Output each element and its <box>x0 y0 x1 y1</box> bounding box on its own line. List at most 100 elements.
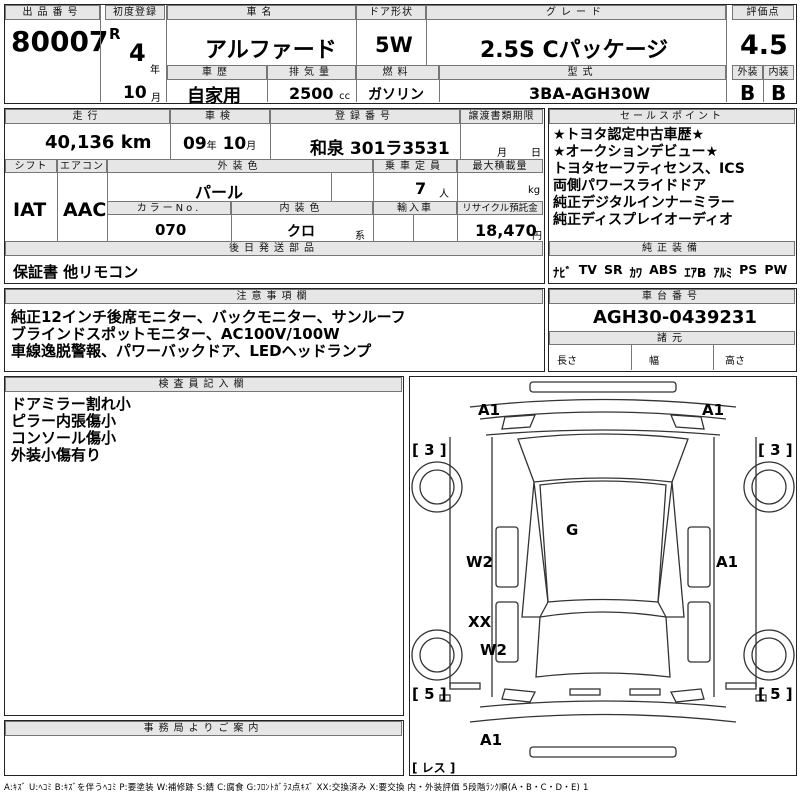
chassis-section: 車台番号 AGH30-0439231 諸元 長さ 幅 高さ <box>548 288 797 372</box>
equipment-item: ﾅﾋﾞ <box>553 265 572 280</box>
mark-front-right: A1 <box>702 401 724 419</box>
ext-label: 外装 <box>732 65 763 80</box>
equipment-label: 純正装備 <box>549 241 795 256</box>
interior-color-unit: 系 <box>355 231 365 242</box>
equipment-item: PS <box>739 262 758 277</box>
notes-lines: 純正12インチ後席モニター、バックモニター、サンルーフ ブラインドスポットモニタ… <box>11 309 406 360</box>
mark-left-door: W2 <box>466 553 493 571</box>
recycle: 18,470 <box>475 221 537 240</box>
mark-bracket-rl: [ 5 ] <box>412 685 447 703</box>
chassis-number: AGH30-0439231 <box>593 307 757 328</box>
mark-bracket-fr: [ 3 ] <box>758 441 793 459</box>
mark-left-rear-door: XX <box>468 613 492 631</box>
height-label: 高さ <box>725 356 745 367</box>
mark-mirror-left: [ レス ] <box>412 761 455 775</box>
transfer-day: 日 <box>531 148 541 159</box>
inspection-label: 車検 <box>170 109 270 124</box>
car-name: アルファード <box>205 38 337 63</box>
equipment-item: ABS <box>649 262 678 277</box>
capacity-label: 乗車定員 <box>373 159 457 173</box>
sales-point-item: 純正ディスプレイオーディオ <box>553 212 734 228</box>
reg-number: 和泉 301ラ3531 <box>310 139 450 159</box>
equipment-item: ｶﾜ <box>629 265 643 280</box>
first-reg-month: 10 <box>123 83 147 103</box>
sales-point-item: ★トヨタ認定中古車歴★ <box>553 127 705 143</box>
history: 自家用 <box>187 86 241 107</box>
note-line: 車線逸脱警報、パワーバックドア、LEDヘッドランプ <box>11 342 372 360</box>
damage-diagram: A1 A1 [ 3 ] [ 3 ] G W2 A1 XX W2 [ 5 ] [ … <box>409 376 797 776</box>
fuel: ガソリン <box>368 87 424 103</box>
grade: 2.5S Cパッケージ <box>480 38 669 63</box>
color-label: 外装色 <box>107 159 373 173</box>
sales-points-label: セールスポイント <box>549 109 795 124</box>
length-label: 長さ <box>557 356 577 367</box>
mark-rear: A1 <box>480 731 502 749</box>
first-reg-label: 初度登録 <box>105 5 165 20</box>
ext-grade: B <box>740 81 756 105</box>
car-outline: A1 A1 [ 3 ] [ 3 ] G W2 A1 XX W2 [ 5 ] [ … <box>411 381 795 775</box>
equipment-item: SR <box>603 262 623 277</box>
lot-label: 出品番号 <box>5 5 100 20</box>
displacement-label: 排気量 <box>267 65 356 80</box>
mark-left-quarter: W2 <box>480 641 507 659</box>
mark-bracket-rr: [ 5 ] <box>758 685 793 703</box>
later-parts-label: 後日発送部品 <box>5 241 543 256</box>
sales-point-item: 純正デジタルインナーミラー <box>553 195 735 211</box>
sales-point-item: ★オークションデビュー★ <box>553 144 719 160</box>
score-label: 評価点 <box>732 5 794 20</box>
inspector-lines: ドアミラー割れ小 ピラー内張傷小 コンソール傷小 外装小傷有り <box>11 396 131 464</box>
mileage-label: 走行 <box>5 109 170 124</box>
color: パール <box>195 183 244 202</box>
note-line: ブラインドスポットモニター、AC100V/100W <box>11 325 340 343</box>
shift-label: シフト <box>5 159 57 173</box>
equipment-list: ﾅﾋﾞ TV SR ｶﾜ ABS ｴｱB ｱﾙﾐ PS PW <box>553 262 787 281</box>
capacity-unit: 人 <box>439 189 449 200</box>
equipment-item: TV <box>578 262 597 277</box>
sales-points-section: セールスポイント ★トヨタ認定中古車歴★ ★オークションデビュー★ トヨタセーフ… <box>548 108 797 284</box>
notes-section: 注意事項欄 純正12インチ後席モニター、バックモニター、サンルーフ ブラインドス… <box>4 288 545 372</box>
displacement: 2500 cc <box>289 84 351 103</box>
chassis-label: 車台番号 <box>549 289 795 304</box>
recycle-label: リサイクル預託金 <box>457 201 543 215</box>
ac-label: エアコン <box>57 159 107 173</box>
door-label: ドア形状 <box>356 5 426 20</box>
era: R <box>109 25 121 43</box>
model: 3BA-AGH30W <box>529 84 651 103</box>
shift: IAT <box>13 199 47 221</box>
color-no-label: カラーNo. <box>107 201 231 215</box>
sales-points-list: ★トヨタ認定中古車歴★ ★オークションデビュー★ トヨタセーフティセンス、ICS… <box>553 127 745 229</box>
color-no: 070 <box>155 221 187 239</box>
reg-label: 登録番号 <box>270 109 460 124</box>
fuel-label: 燃料 <box>356 65 439 80</box>
sales-point-item: 両側パワースライドドア <box>553 178 707 194</box>
model-label: 型式 <box>439 65 726 80</box>
month-unit: 月 <box>151 93 161 104</box>
mark-roof: G <box>566 521 578 539</box>
sales-point-item: トヨタセーフティセンス、ICS <box>553 161 745 177</box>
ac: AAC <box>63 199 107 221</box>
mark-bracket-fl: [ 3 ] <box>412 441 447 459</box>
equipment-item: ｴｱB <box>684 265 707 280</box>
mileage: 40,136 km <box>45 132 152 153</box>
later-parts: 保証書 他リモコン <box>13 263 139 281</box>
inspection: 09年 10月 <box>183 134 257 154</box>
year-unit: 年 <box>150 65 160 76</box>
interior-color-label: 内装色 <box>231 201 373 215</box>
inspector-line: 外装小傷有り <box>11 446 102 464</box>
note-line: 純正12インチ後席モニター、バックモニター、サンルーフ <box>11 308 406 326</box>
mark-right-door: A1 <box>716 553 738 571</box>
recycle-unit: 円 <box>532 231 542 242</box>
notes-label: 注意事項欄 <box>5 289 543 304</box>
inspector-label: 検査員記入欄 <box>5 377 402 392</box>
office-section: 事務局よりご案内 <box>4 720 404 776</box>
transfer-label: 譲渡書類期限 <box>460 109 543 124</box>
header-section: 出品番号 80007 初度登録 R 4 年 10 月 車名 アルファード ドア形… <box>4 4 797 107</box>
inspector-line: ドアミラー割れ小 <box>11 395 131 413</box>
dims-label: 諸元 <box>549 331 795 345</box>
interior-color: クロ <box>287 224 315 240</box>
mark-front-left: A1 <box>478 401 500 419</box>
transfer-month: 月 <box>497 148 507 159</box>
lot-number: 80007 <box>11 25 109 58</box>
car-name-label: 車名 <box>167 5 356 20</box>
history-label: 車歴 <box>167 65 267 80</box>
